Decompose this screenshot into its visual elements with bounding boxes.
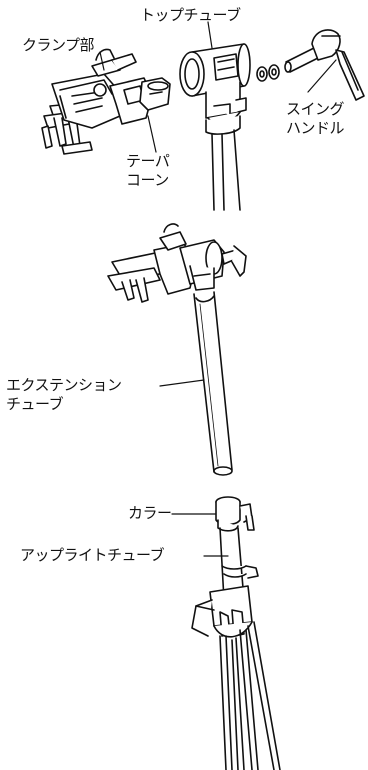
collar-label: カラー	[128, 504, 172, 522]
assembled-head-drawing	[107, 223, 247, 303]
leader-lines	[99, 21, 337, 557]
extension-tube-drawing	[193, 291, 233, 476]
taper-cone-drawing	[139, 77, 171, 111]
taper-cone-label: テーパ コーン	[126, 152, 170, 190]
swing-handle-label: スイング ハンドル	[286, 100, 345, 138]
clamp-part-drawing	[41, 48, 153, 155]
washers-drawing	[256, 64, 280, 82]
taper-cone-label-line2: コーン	[126, 171, 169, 189]
collar-drawing	[215, 496, 255, 532]
top-tube-drawing	[179, 43, 251, 211]
extension-tube-label-line2: チューブ	[6, 395, 64, 413]
swing-handle-label-line2: ハンドル	[286, 119, 345, 137]
extension-tube-label-line1: エクステンション	[6, 376, 122, 394]
extension-tube-label: エクステンション チューブ	[6, 376, 122, 414]
upright-tube-drawing	[191, 527, 259, 638]
clamp-label: クランプ部	[22, 36, 95, 54]
swing-handle-drawing	[284, 29, 365, 101]
upright-tube-label: アップライトチューブ	[20, 546, 165, 564]
top-tube-label: トップチューブ	[140, 6, 241, 24]
tripod-legs-drawing	[219, 621, 281, 770]
taper-cone-label-line1: テーパ	[126, 152, 170, 170]
swing-handle-label-line1: スイング	[286, 100, 345, 118]
